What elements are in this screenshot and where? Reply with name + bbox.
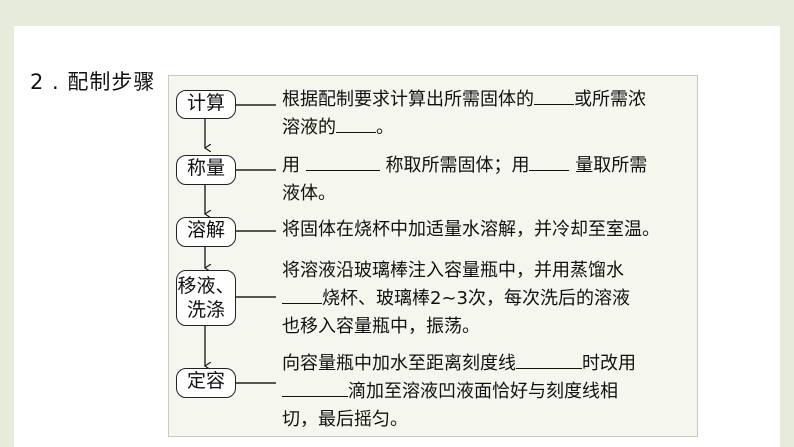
blank	[282, 378, 348, 397]
step-transfer-label-1: 移液、	[177, 275, 235, 297]
left-decor-bar	[0, 26, 14, 447]
blank	[534, 86, 574, 105]
step-dissolve: 溶解	[176, 217, 236, 247]
blank	[516, 350, 582, 369]
blank	[336, 114, 376, 133]
right-decor-bar	[780, 26, 794, 447]
step-calculate: 计算	[176, 90, 236, 119]
step-weigh: 称量	[176, 155, 236, 185]
step-transfer-label-2: 洗涤	[186, 299, 225, 321]
blank	[282, 285, 322, 304]
desc-calculate: 根据配制要求计算出所需固体的或所需浓 溶液的。	[282, 86, 646, 142]
desc-weigh: 用 称取所需固体；用 量取所需 液体。	[282, 152, 647, 208]
top-decor-bar	[0, 0, 794, 26]
flowchart-panel	[168, 75, 698, 437]
step-transfer-wash: 移液、 洗涤	[176, 270, 236, 326]
desc-make-volume: 向容量瓶中加水至距离刻度线时改用 滴加至溶液凹液面恰好与刻度线相 切，最后摇匀。	[282, 350, 636, 434]
desc-dissolve: 将固体在烧杯中加适量水溶解，并冷却至室温。	[282, 219, 660, 240]
section-number: 2	[30, 70, 45, 94]
blank	[529, 152, 570, 171]
section-heading: 2 . 配制步骤	[30, 70, 156, 94]
blank	[305, 152, 380, 171]
desc-transfer-wash: 将溶液沿玻璃棒注入容量瓶中，并用蒸馏水 烧杯、玻璃棒2~3次，每次洗后的溶液 也…	[282, 260, 630, 337]
section-title-text: 配制步骤	[67, 70, 156, 94]
step-make-volume: 定容	[176, 368, 236, 398]
